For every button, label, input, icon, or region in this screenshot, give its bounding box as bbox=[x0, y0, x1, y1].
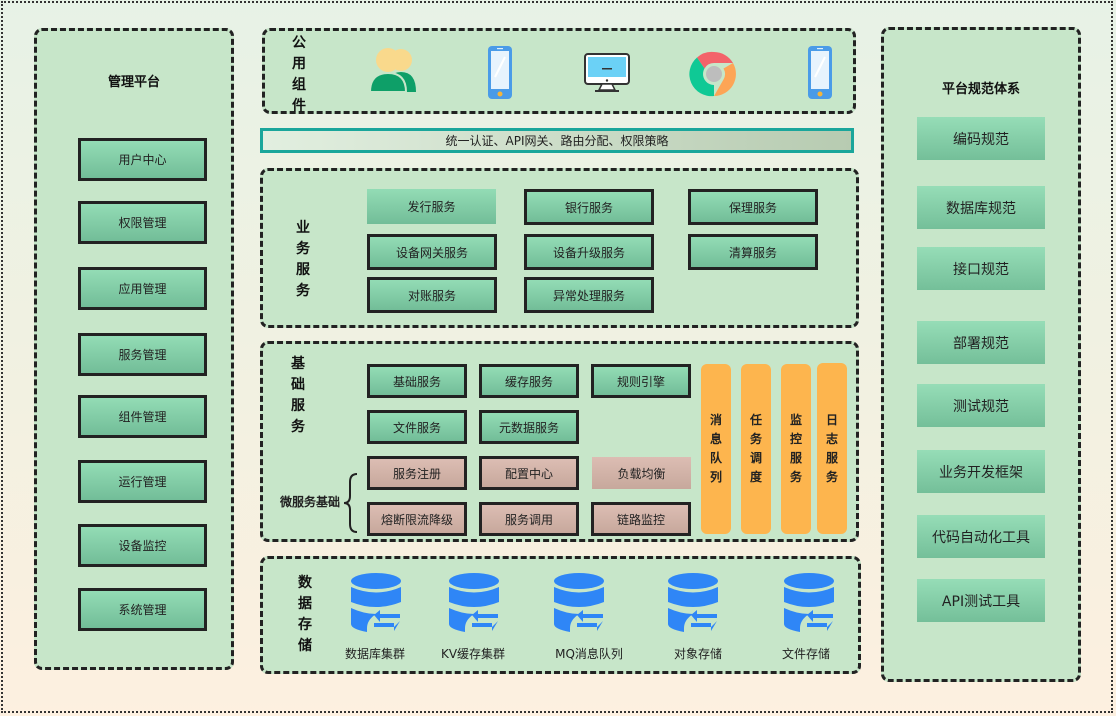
micro-item-circuit-breaker[interactable]: 熔断限流降级 bbox=[367, 502, 467, 536]
mgmt-item-device-monitor[interactable]: 设备监控 bbox=[78, 524, 207, 567]
standard-coding[interactable]: 编码规范 bbox=[917, 117, 1045, 160]
mq-queue-icon bbox=[554, 573, 604, 632]
column-message-queue[interactable]: 消息队列 bbox=[701, 364, 731, 534]
chrome-browser-icon bbox=[689, 51, 736, 97]
management-platform-title: 管理平台 bbox=[107, 75, 160, 90]
base-item-rule-engine[interactable]: 规则引擎 bbox=[591, 364, 691, 398]
storage-label-database: 数据库集群 bbox=[344, 647, 405, 661]
standard-dev-framework[interactable]: 业务开发框架 bbox=[917, 450, 1045, 493]
business-services-label: 业务服务 bbox=[296, 220, 310, 299]
standard-api-testing[interactable]: API测试工具 bbox=[917, 579, 1045, 622]
service-device-upgrade[interactable]: 设备升级服务 bbox=[524, 234, 654, 270]
micro-item-tracing[interactable]: 链路监控 bbox=[591, 502, 691, 536]
base-item-basic[interactable]: 基础服务 bbox=[367, 364, 467, 398]
curly-brace-icon bbox=[343, 473, 358, 533]
mgmt-item-application[interactable]: 应用管理 bbox=[78, 267, 207, 310]
standard-code-automation[interactable]: 代码自动化工具 bbox=[917, 515, 1045, 558]
base-item-metadata[interactable]: 元数据服务 bbox=[479, 410, 579, 444]
service-reconciliation[interactable]: 对账服务 bbox=[367, 277, 497, 313]
mgmt-item-user-center[interactable]: 用户中心 bbox=[78, 138, 207, 181]
mobile-phone-icon bbox=[488, 46, 512, 99]
column-task-scheduling[interactable]: 任务调度 bbox=[741, 364, 771, 534]
mobile-phone-icon bbox=[808, 46, 832, 99]
mgmt-item-permission[interactable]: 权限管理 bbox=[78, 201, 207, 244]
standard-interface[interactable]: 接口规范 bbox=[917, 247, 1045, 290]
standard-database[interactable]: 数据库规范 bbox=[917, 186, 1045, 229]
micro-item-load-balance[interactable]: 负载均衡 bbox=[592, 457, 691, 489]
mgmt-item-operation[interactable]: 运行管理 bbox=[78, 460, 207, 503]
service-issuance[interactable]: 发行服务 bbox=[367, 189, 496, 224]
column-logging[interactable]: 日志服务 bbox=[817, 363, 847, 534]
micro-item-config[interactable]: 配置中心 bbox=[479, 456, 579, 490]
micro-item-invocation[interactable]: 服务调用 bbox=[479, 502, 579, 536]
micro-item-registry[interactable]: 服务注册 bbox=[367, 456, 467, 490]
microservice-foundation-label: 微服务基础 bbox=[280, 495, 341, 509]
service-clearing[interactable]: 清算服务 bbox=[688, 234, 818, 270]
base-item-cache[interactable]: 缓存服务 bbox=[479, 364, 579, 398]
platform-standards-panel: 平台规范体系 编码规范 数据库规范 接口规范 部署规范 测试规范 业务开发框架 … bbox=[881, 27, 1081, 682]
service-exception[interactable]: 异常处理服务 bbox=[524, 277, 654, 313]
database-cluster-icon bbox=[351, 573, 401, 632]
storage-label-object: 对象存储 bbox=[673, 647, 722, 661]
base-services-label: 基础服务 bbox=[291, 356, 305, 435]
business-services-panel: 业务服务 发行服务 银行服务 保理服务 设备网关服务 设备升级服务 清算服务 对… bbox=[260, 168, 859, 328]
users-icon bbox=[368, 48, 416, 93]
gateway-bar[interactable]: 统一认证、API网关、路由分配、权限策略 bbox=[260, 128, 854, 153]
service-device-gateway[interactable]: 设备网关服务 bbox=[367, 234, 497, 270]
column-monitoring[interactable]: 监控服务 bbox=[781, 364, 811, 534]
data-storage-panel: 数据存储 数据库集群 KV缓存集群 MQ消息队列 对象存储 文件存储 bbox=[260, 556, 861, 674]
service-bank[interactable]: 银行服务 bbox=[524, 189, 654, 225]
standard-deployment[interactable]: 部署规范 bbox=[917, 321, 1045, 364]
mgmt-item-service[interactable]: 服务管理 bbox=[78, 333, 207, 376]
storage-label-mq: MQ消息队列 bbox=[555, 647, 623, 661]
public-components-panel: 公用组件 bbox=[262, 28, 856, 114]
kv-cache-icon bbox=[449, 573, 499, 632]
storage-label-file: 文件存储 bbox=[781, 647, 830, 661]
base-services-panel: 基础服务 基础服务 缓存服务 规则引擎 文件服务 元数据服务 服务注册 配置中心… bbox=[260, 341, 859, 542]
storage-label-kv: KV缓存集群 bbox=[440, 647, 506, 661]
service-factoring[interactable]: 保理服务 bbox=[688, 189, 818, 225]
management-platform-panel: 管理平台 用户中心 权限管理 应用管理 服务管理 组件管理 运行管理 设备监控 … bbox=[34, 28, 234, 670]
file-storage-icon bbox=[784, 573, 834, 632]
standard-testing[interactable]: 测试规范 bbox=[917, 384, 1045, 427]
platform-standards-title: 平台规范体系 bbox=[941, 82, 1020, 97]
mgmt-item-component[interactable]: 组件管理 bbox=[78, 395, 207, 438]
public-components-label: 公用组件 bbox=[292, 35, 306, 114]
base-item-file[interactable]: 文件服务 bbox=[367, 410, 467, 444]
data-storage-label: 数据存储 bbox=[298, 575, 312, 654]
mgmt-item-system[interactable]: 系统管理 bbox=[78, 588, 207, 631]
object-storage-icon bbox=[668, 573, 718, 632]
desktop-monitor-icon bbox=[584, 53, 630, 92]
